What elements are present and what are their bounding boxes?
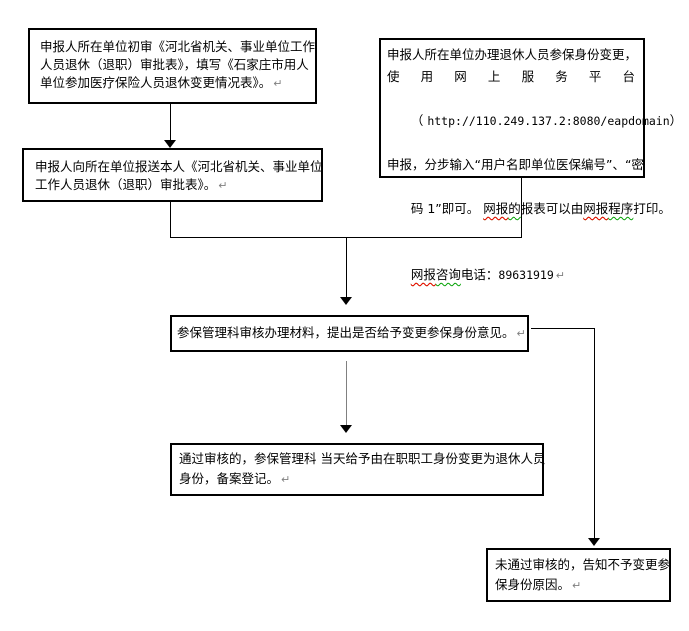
hotline-phone-number: 89631919 (498, 268, 554, 282)
text-segment: （ (410, 113, 428, 128)
arrowhead-down-icon (340, 425, 352, 433)
text-line: 人员退休（退职）审批表》，填写《石家庄市用人 (40, 57, 309, 72)
justified-char: 用 (420, 69, 434, 84)
grammar-marked-phrase: 网报程序 (583, 201, 633, 216)
spellcheck-marked-word: 网报 (583, 201, 609, 216)
flow-box-approved-registration: 通过审核的，参保管理科 当天给予由在职职工身份变更为退休人员身份，备案登记。↵ (170, 443, 546, 496)
grammar-marked-phrase: 网报的 (483, 201, 521, 216)
text-line: 单位参加医疗保险人员退休变更情况表》。↵ (40, 75, 283, 90)
text-line-justified: 使用网上服务平台 (387, 66, 643, 88)
justified-char: 服 (521, 69, 535, 84)
text-line: 未通过审核的，告知不予变更参 (495, 557, 671, 572)
spellcheck-marked-word: 网报 (483, 201, 509, 216)
text-line: 工作人员退休（退职）审批表》。↵ (35, 177, 228, 192)
text-line: 身份，备案登记。↵ (179, 471, 291, 486)
justified-char: 台 (622, 69, 635, 84)
connector-box4-box5-line (346, 361, 347, 425)
arrowhead-down-icon (164, 140, 176, 148)
text-segment: 咨询 (435, 267, 461, 282)
text-line: 码 1”即可。 网报的报表可以由网报程序打印。 (387, 176, 671, 242)
connector-box4-box6-horizontal-line (531, 328, 595, 329)
text-line: 申报人所在单位初审《河北省机关、事业单位工作 (40, 39, 316, 54)
service-platform-url: http://110.249.137.2:8080/eapdomain (427, 114, 670, 128)
flow-box-submit-approval-form: 申报人向所在单位报送本人《河北省机关、事业单位工作人员退休（退职）审批表》。↵ (22, 148, 323, 202)
text-segment: 程序 (608, 201, 634, 216)
flow-box-online-declaration: 申报人所在单位办理退休人员参保身份变更， 使 用 网 上 服 务 平 台 （ http://1… (379, 38, 682, 282)
justified-char: 平 (588, 69, 602, 84)
return-mark: ↵ (555, 269, 565, 282)
connector-box3-merge-line (521, 178, 522, 238)
text-segment: 码 1”即可。 (410, 201, 484, 216)
return-mark: ↵ (218, 179, 228, 192)
justified-char: 网 (454, 69, 467, 84)
spellcheck-marked-word: 网报 (410, 267, 436, 282)
text-line: 网报咨询电话：89631919↵ (387, 242, 643, 309)
text-segment: 电话： (460, 267, 499, 282)
flow-box-material-review: 参保管理科审核办理材料，提出是否给予变更参保身份意见。↵ (170, 315, 529, 352)
text-line: 保身份原因。↵ (495, 577, 582, 592)
connector-box2-merge-line (170, 202, 171, 238)
text-segment: 的 (508, 201, 521, 216)
text-line: 参保管理科审核办理材料，提出是否给予变更参保身份意见。↵ (177, 325, 526, 340)
arrowhead-down-icon (588, 538, 600, 546)
flow-box-unit-initial-review: 申报人所在单位初审《河北省机关、事业单位工作人员退休（退职）审批表》，填写《石家… (28, 28, 317, 104)
return-mark: ↵ (273, 77, 283, 90)
text-line: 申报人所在单位办理退休人员参保身份变更， (387, 47, 638, 62)
grammar-marked-phrase: 网报咨询 (411, 267, 461, 282)
connector-merge-box4-line (346, 237, 347, 298)
arrowhead-down-icon (340, 297, 352, 305)
text-line: 通过审核的，参保管理科 当天给予由在职职工身份变更为退休人员 (179, 451, 546, 466)
connector-box1-box2-line (170, 104, 171, 141)
text-segment: ） (669, 113, 683, 128)
flow-box-rejected-notice: 未通过审核的，告知不予变更参保身份原因。↵ (486, 548, 671, 602)
justified-char: 使 (387, 69, 400, 84)
return-mark: ↵ (572, 579, 582, 592)
justified-char: 务 (555, 69, 568, 84)
return-mark: ↵ (281, 473, 291, 486)
text-line: 申报人向所在单位报送本人《河北省机关、事业单位 (35, 159, 323, 174)
text-line: （ http://110.249.137.2:8080/eapdomain） (387, 88, 682, 154)
text-line: 申报，分步输入“用户名即单位医保编号”、“密 (387, 157, 644, 172)
return-mark: ↵ (516, 327, 526, 340)
justified-char: 上 (487, 69, 501, 84)
text-segment: 打印。 (633, 201, 671, 216)
text-segment: 报表可以由 (520, 201, 584, 216)
connector-box4-box6-vertical-line (594, 328, 595, 538)
